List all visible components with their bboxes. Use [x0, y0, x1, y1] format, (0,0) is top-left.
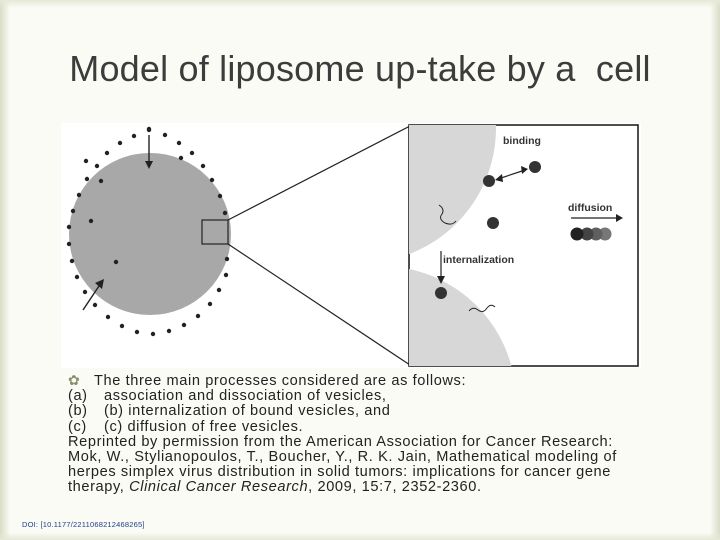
free-vesicle — [487, 217, 499, 229]
process-item: (c) (c) diffusion of free vesicles. — [68, 418, 688, 435]
item-text: (b) internalization of bound vesicles, a… — [104, 403, 391, 420]
bound-vesicle — [483, 175, 495, 187]
zoom-connector-bottom — [227, 243, 411, 366]
item-marker: (b) — [68, 403, 88, 420]
zoom-cell-bottom — [409, 268, 512, 366]
slide-title: Model of liposome up-take by a cell — [69, 48, 651, 89]
slide-edge-bottom — [0, 532, 720, 540]
internalization-arrow-cell — [145, 127, 153, 169]
zoom-connector-top — [227, 125, 411, 221]
citation-line: Mok, W., Stylianopoulos, T., Boucher, Y.… — [68, 449, 617, 466]
citation-text: therapy, — [68, 479, 130, 496]
binding-arrow — [497, 169, 526, 180]
liposome-model-figure: binding diffusion internalization — [61, 123, 641, 368]
item-text: association and dissociation of vesicles… — [104, 388, 387, 405]
zoom-panel: binding diffusion internalization — [408, 124, 639, 367]
item-marker: (c) — [68, 418, 87, 435]
item-marker: (a) — [68, 388, 88, 405]
slide-edge-left — [0, 0, 10, 540]
zoom-region-box — [201, 219, 229, 245]
slide-edge-right — [710, 0, 720, 540]
cell — [69, 153, 231, 315]
citation-line: therapy, Clinical Cancer Research, 2009,… — [68, 480, 688, 495]
citation-line: Reprinted by permission from the America… — [68, 433, 613, 450]
slide-body: ✿ The three main processes considered are… — [68, 372, 688, 496]
diffusing-vesicles — [570, 227, 612, 241]
doi-reference: DOI: [10.1177/2211068212468265] — [22, 520, 145, 529]
label-binding: binding — [503, 135, 541, 147]
internalized-vesicle — [435, 287, 447, 299]
tether-bottom — [468, 304, 496, 313]
label-diffusion: diffusion — [568, 202, 612, 214]
bound-vesicle-binding — [529, 161, 541, 173]
bullet-icon: ✿ — [68, 372, 81, 388]
intro-line: ✿ The three main processes considered are… — [68, 372, 688, 389]
item-text: (c) diffusion of free vesicles. — [104, 418, 304, 435]
intro-text: The three main processes considered are … — [94, 373, 467, 389]
citation-journal: Clinical Cancer Research — [129, 479, 309, 496]
label-internalization: internalization — [443, 254, 514, 266]
slide-edge-top — [0, 0, 720, 8]
citation-text: , 2009, 15:7, 2352-2360. — [308, 479, 482, 496]
process-item: (b) (b) internalization of bound vesicles… — [68, 404, 688, 419]
zoom-cell-top — [409, 125, 496, 255]
incoming-arrow-bottom — [82, 279, 104, 311]
citation-line: herpes simplex virus distribution in sol… — [68, 464, 611, 481]
tether-top — [438, 204, 457, 225]
process-item: (a) association and dissociation of vesic… — [68, 389, 688, 404]
